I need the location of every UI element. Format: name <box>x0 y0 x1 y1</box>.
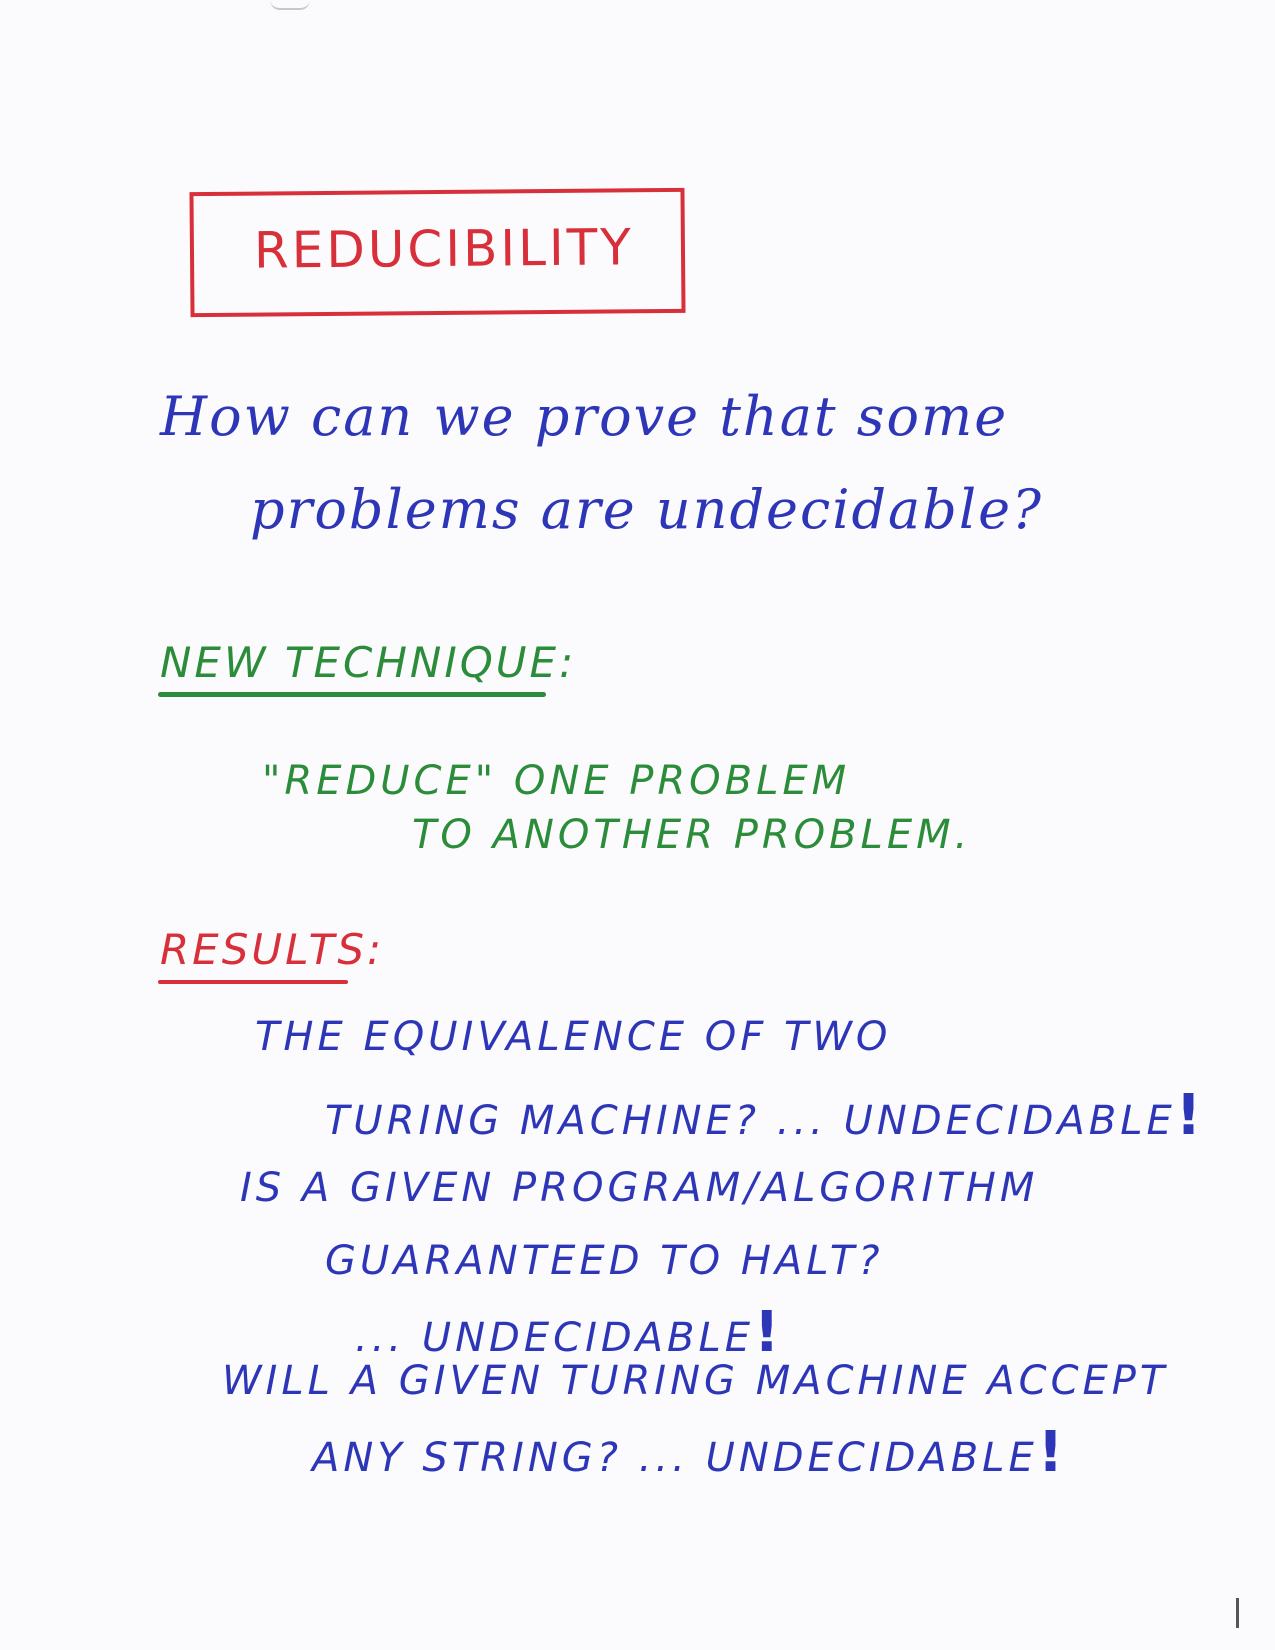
results-heading: RESULTS: <box>160 925 385 974</box>
result-1-line-2: TURING MACHINE? ... UNDECIDABLE! <box>325 1083 1206 1148</box>
result-2-line-2: GUARANTEED TO HALT? <box>325 1238 884 1284</box>
title-box: REDUCIBILITY <box>189 187 686 318</box>
result-3-line-2: ANY STRING? ... UNDECIDABLE! <box>312 1420 1068 1485</box>
results-underline <box>158 980 348 984</box>
scan-artifact <box>270 0 310 10</box>
result-1-line-1: THE EQUIVALENCE OF TWO <box>255 1014 892 1060</box>
result-2-line-3: ... UNDECIDABLE! <box>355 1300 784 1365</box>
result-2-line-1: IS A GIVEN PROGRAM/ALGORITHM <box>240 1165 1039 1211</box>
technique-line-2: TO ANOTHER PROBLEM. <box>412 812 972 858</box>
page-edge-mark <box>1236 1598 1239 1628</box>
question-line-1: How can we prove that some <box>160 385 1009 448</box>
result-3-line-1: WILL A GIVEN TURING MACHINE ACCEPT <box>222 1358 1169 1404</box>
technique-heading: NEW TECHNIQUE: <box>160 638 577 687</box>
page-title: REDUCIBILITY <box>253 218 635 280</box>
technique-underline <box>158 692 546 697</box>
question-line-2: problems are undecidable? <box>250 478 1044 541</box>
technique-line-1: "REDUCE" ONE PROBLEM <box>262 758 851 804</box>
